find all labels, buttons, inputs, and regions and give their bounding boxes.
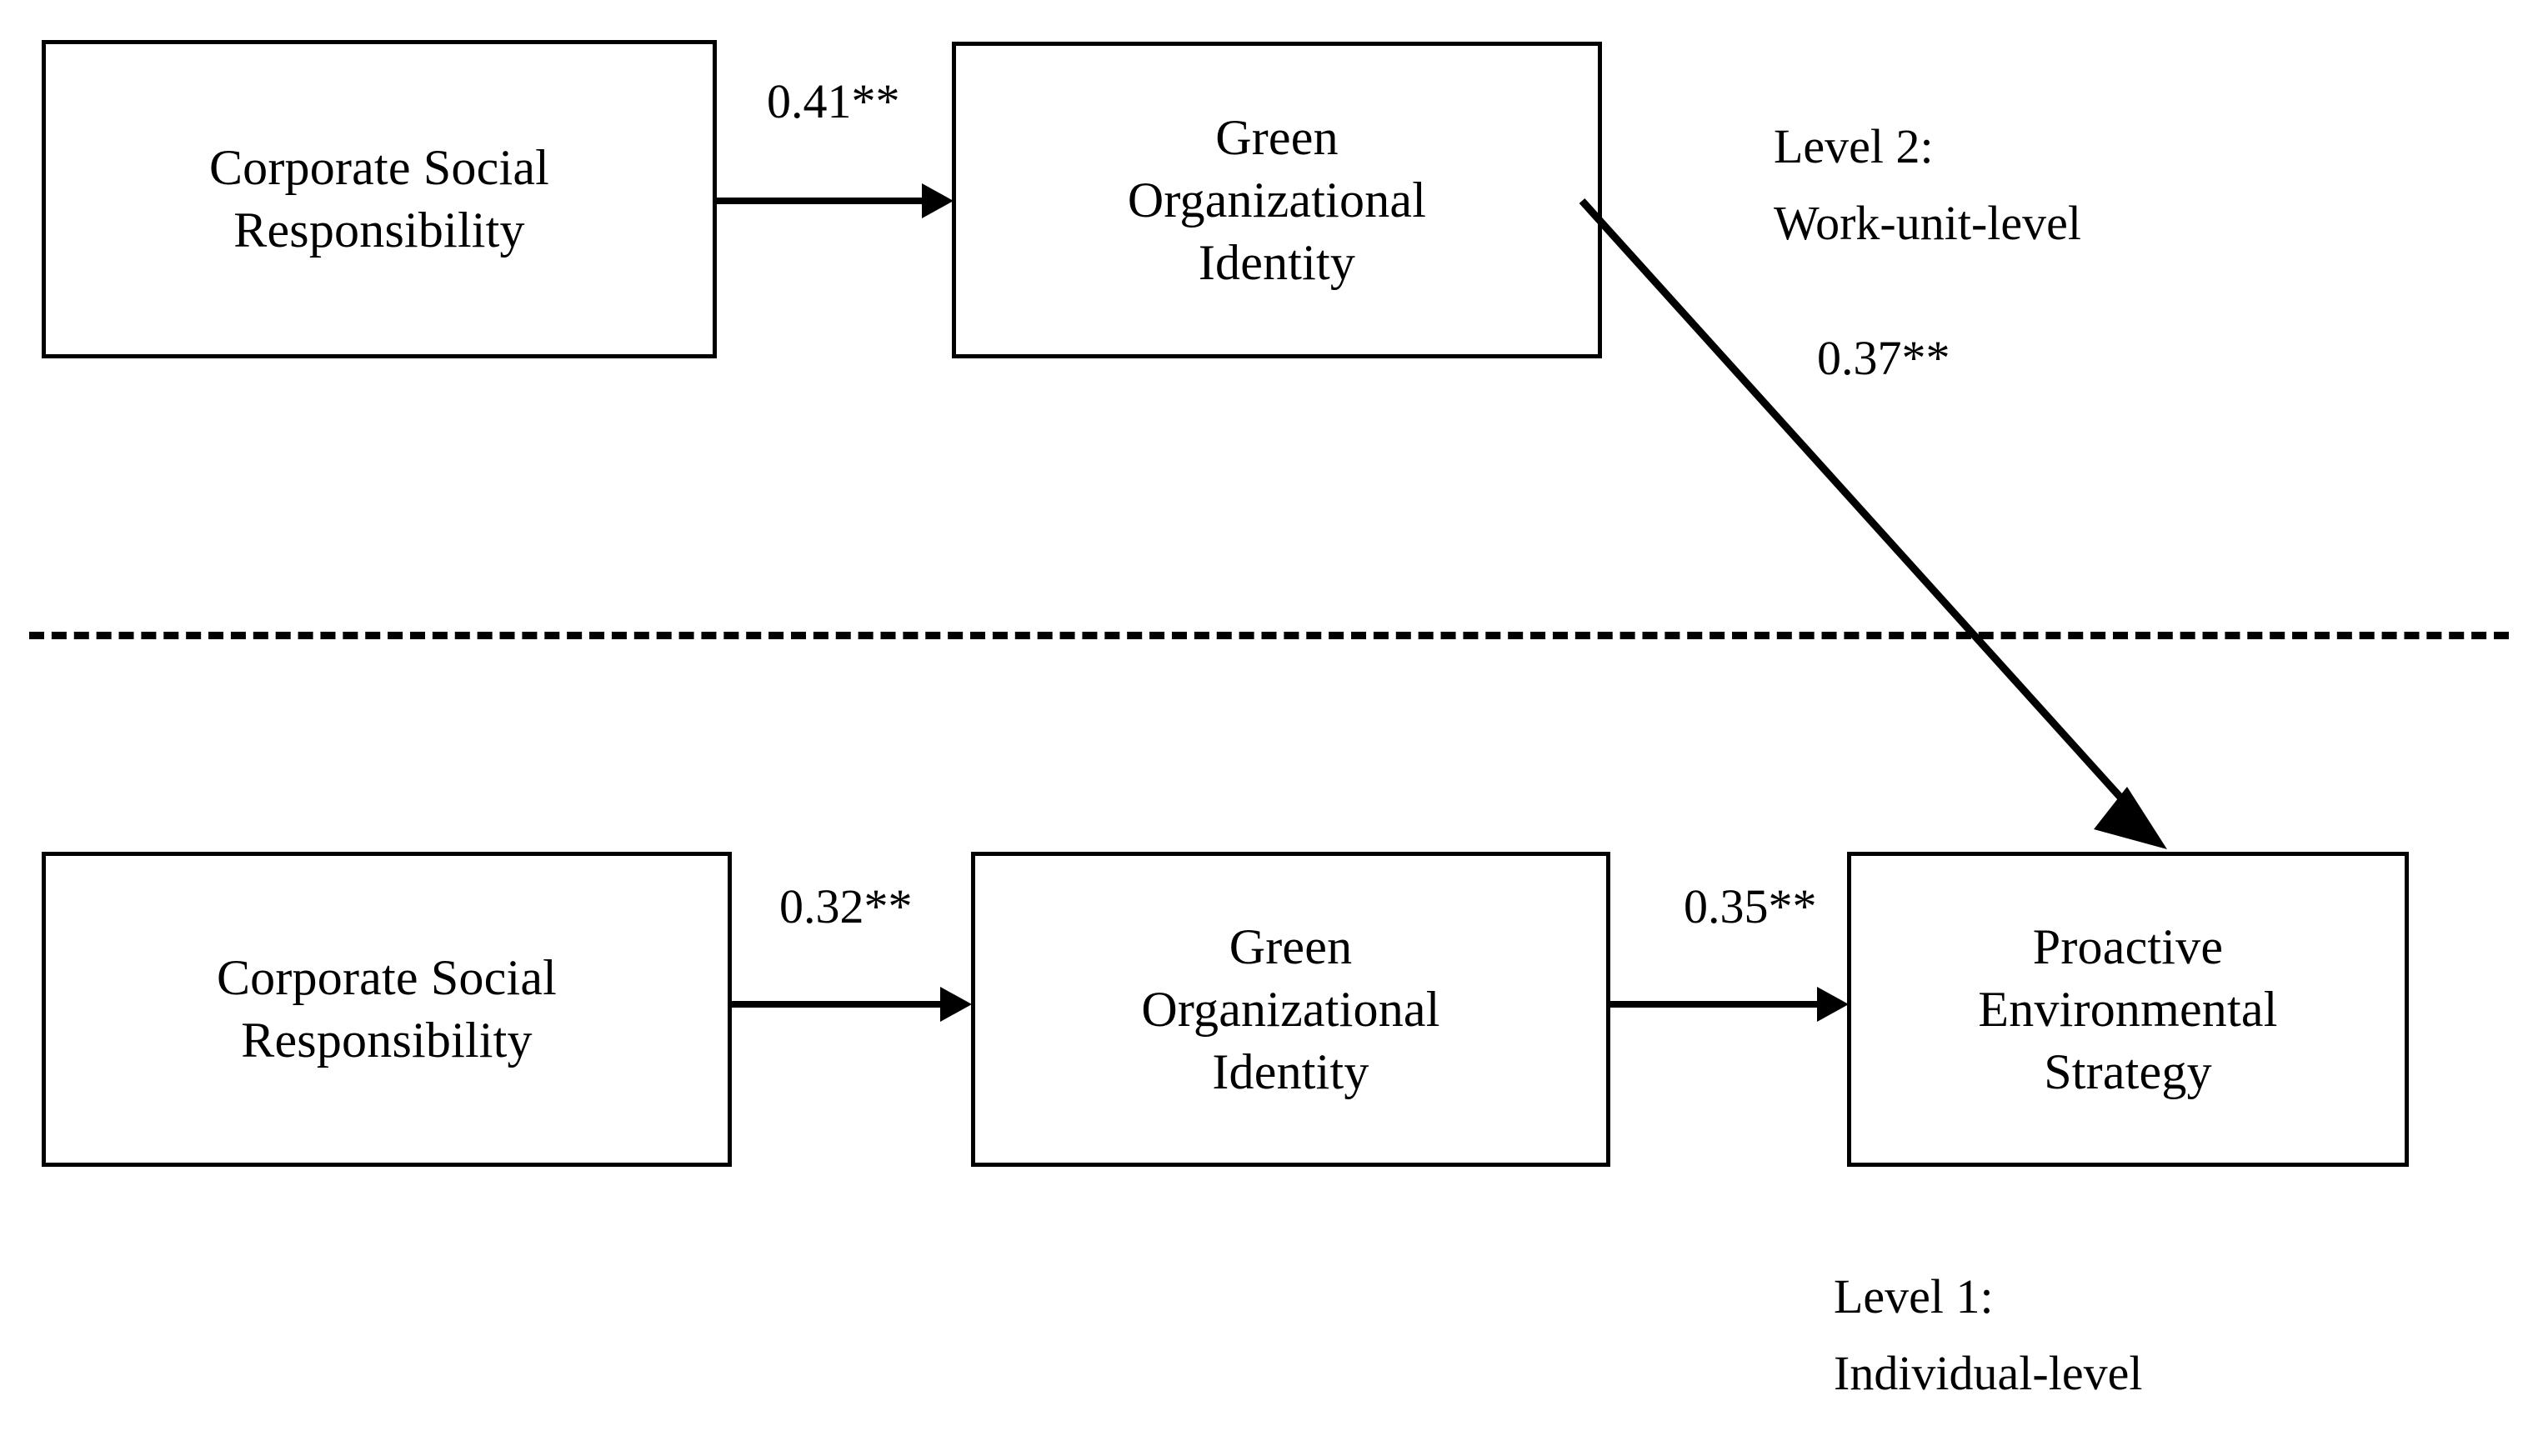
node-green-organizational-identity-level1: Green Organizational Identity: [971, 852, 1610, 1167]
arrow-shaft: [732, 1001, 944, 1008]
node-label: Corporate Social Responsibility: [208, 140, 550, 258]
node-green-organizational-identity-level2: Green Organizational Identity: [952, 42, 1602, 358]
edge-label-037: 0.37**: [1817, 331, 1950, 385]
edge-label-032: 0.32**: [779, 879, 913, 933]
edge-label-035: 0.35**: [1684, 879, 1817, 933]
level-separator-dashed-line: [29, 632, 2509, 639]
arrow-head-icon: [940, 987, 972, 1022]
node-proactive-environmental-strategy-level1: Proactive Environmental Strategy: [1847, 852, 2409, 1167]
node-label: Green Organizational Identity: [1141, 918, 1440, 1099]
node-label: Green Organizational Identity: [1127, 109, 1427, 290]
node-label: Corporate Social Responsibility: [216, 950, 558, 1068]
arrow-shaft: [1579, 198, 2142, 821]
edge-label-041: 0.41**: [767, 74, 900, 128]
arrow-shaft: [717, 198, 925, 204]
arrow-head-icon: [1817, 987, 1849, 1022]
arrow-head-icon: [2094, 787, 2167, 849]
node-label: Proactive Environmental Strategy: [1978, 918, 2278, 1099]
arrow-shaft: [1610, 1001, 1820, 1008]
level-1-tag: Level 1: Individual-level: [1834, 1269, 2143, 1400]
node-corporate-social-responsibility-level2: Corporate Social Responsibility: [42, 40, 717, 358]
level-2-tag: Level 2: Work-unit-level: [1774, 119, 2081, 250]
arrow-head-icon: [922, 183, 954, 218]
node-corporate-social-responsibility-level1: Corporate Social Responsibility: [42, 852, 732, 1167]
